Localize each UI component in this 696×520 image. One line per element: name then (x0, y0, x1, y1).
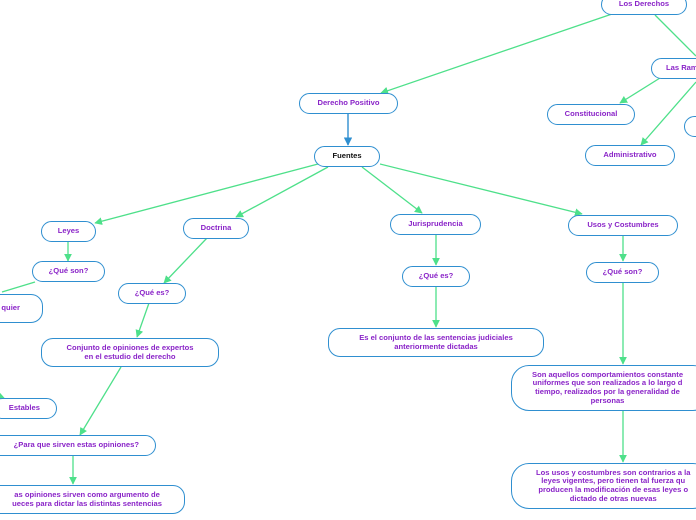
node-def-jurisprudencia[interactable]: Es el conjunto de las sentencias judicia… (328, 328, 544, 357)
node-administrativo[interactable]: Administrativo (585, 145, 675, 166)
node-leyes[interactable]: Leyes (41, 221, 96, 242)
node-doctrina[interactable]: Doctrina (183, 218, 249, 239)
edge-doctrina-queesta (163, 237, 208, 284)
edge-fuentes-usos (379, 163, 583, 217)
node-que-son-leyes[interactable]: ¿Qué son? (32, 261, 105, 282)
edge-queson-quier (1, 281, 36, 293)
edge-ramas-administrativo (640, 81, 696, 146)
node-que-son-usos[interactable]: ¿Qué son? (586, 262, 659, 283)
node-los-derechos[interactable]: Los Derechos (601, 0, 687, 15)
edge-fuentes-leyes (94, 163, 319, 225)
node-que-es-jurisprudencia[interactable]: ¿Qué es? (402, 266, 470, 287)
node-respuesta-opiniones[interactable]: as opiniones sirven como argumento de ue… (0, 485, 185, 514)
edge-fuentes-jurisprudencia (361, 166, 423, 214)
node-que-es-doctrina[interactable]: ¿Qué es? (118, 283, 186, 304)
node-def-doctrina[interactable]: Conjunto de opiniones de expertos en el … (41, 338, 219, 367)
edge-derechos-ramas (654, 14, 696, 57)
node-quier[interactable]: quier (0, 294, 43, 323)
edge-ramas-constitucional (619, 77, 661, 104)
node-partial-right[interactable] (684, 116, 696, 137)
node-constitucional[interactable]: Constitucional (547, 104, 635, 125)
node-derecho-positivo[interactable]: Derecho Positivo (299, 93, 398, 114)
edge-derechos-positivo (380, 13, 613, 95)
node-las-ramas[interactable]: Las Ram (651, 58, 696, 79)
node-usos-costumbres[interactable]: Usos y Costumbres (568, 215, 678, 236)
edge-queesta-def (135, 302, 150, 338)
node-estables[interactable]: Estables (0, 398, 57, 419)
edge-def-paraque (79, 366, 122, 436)
node-def-usos[interactable]: Son aquellos comportamientos constante u… (511, 365, 696, 411)
node-para-que-sirven[interactable]: ¿Para que sirven estas opiniones? (0, 435, 156, 456)
node-fuentes[interactable]: Fuentes (314, 146, 380, 167)
node-jurisprudencia[interactable]: Jurisprudencia (390, 214, 481, 235)
edge-fuentes-doctrina (235, 166, 329, 218)
node-contrarios[interactable]: Los usos y costumbres son contrarios a l… (511, 463, 696, 509)
